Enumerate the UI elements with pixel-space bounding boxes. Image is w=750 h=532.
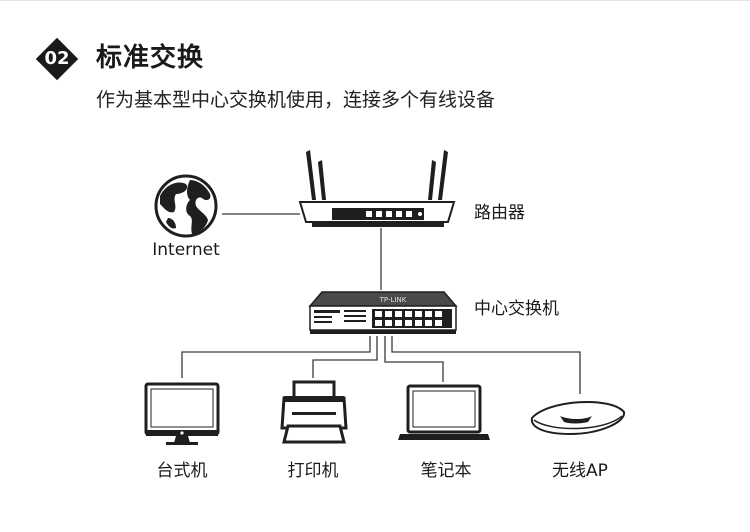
router-icon: [298, 150, 456, 227]
section-number-badge: 02: [34, 36, 80, 82]
section-subtitle: 作为基本型中心交换机使用，连接多个有线设备: [96, 89, 496, 111]
internet-label: Internet: [152, 240, 220, 260]
printer-icon: [280, 380, 348, 444]
switch-laptop-link: [384, 336, 444, 382]
wireless-ap-label: 无线AP: [552, 461, 608, 481]
router-antenna: [318, 160, 326, 200]
connection-lines: [181, 213, 581, 394]
globe-icon: [154, 174, 218, 238]
router-antenna: [306, 150, 316, 200]
switch-label: 中心交换机: [474, 299, 559, 319]
diamond-badge-icon: [35, 37, 79, 81]
laptop-label: 笔记本: [420, 461, 472, 481]
switch-icon: TP-LINK: [308, 291, 458, 334]
section-number: 02: [44, 48, 70, 69]
desktop-monitor-icon: [144, 382, 220, 445]
router-antenna: [428, 160, 436, 200]
switch-desktop-link: [181, 336, 371, 378]
switch-brand-text: TP-LINK: [379, 296, 407, 304]
switch-ap-link: [391, 336, 581, 394]
laptop-icon: [398, 384, 490, 440]
router-label: 路由器: [474, 203, 525, 223]
printer-label: 打印机: [287, 461, 339, 481]
wireless-ap-icon: [530, 401, 626, 436]
desktop-label: 台式机: [156, 461, 208, 481]
top-divider: [0, 0, 750, 1]
section-title: 标准交换: [96, 43, 205, 73]
switch-printer-link: [312, 336, 378, 378]
router-antenna: [438, 150, 448, 200]
